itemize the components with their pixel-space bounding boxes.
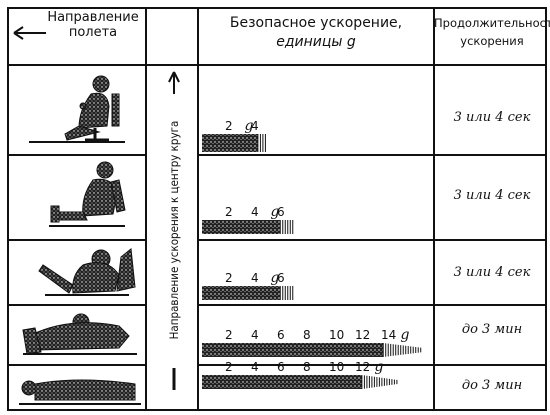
scale-bar-fill <box>202 343 384 357</box>
duration-value: 3 или 4 сек <box>453 110 531 125</box>
scale-unit-label: g <box>375 359 384 375</box>
scale-tick-label: 4 <box>251 271 259 285</box>
scale-tick-label: 2 <box>225 119 233 133</box>
acceleration-direction-arrow-icon <box>168 71 180 390</box>
duration-value: 3 или 4 сек <box>453 188 531 203</box>
acceleration-direction-label: Направление ускорения к центру круга <box>167 120 181 340</box>
scale-tick-label: 4 <box>251 119 259 133</box>
acceleration-scale-bar <box>202 286 294 300</box>
scale-bar-fill <box>202 134 258 152</box>
scale-tick-label: 2 <box>225 328 233 342</box>
duration-value: 3 или 4 сек <box>453 265 531 280</box>
duration-value: до 3 мин <box>461 378 523 393</box>
scale-bar-fill <box>202 286 281 300</box>
scale-tick-label: 6 <box>277 205 285 219</box>
seated-upright-figure <box>29 75 125 143</box>
acceleration-scale-bar <box>202 220 294 234</box>
scale-tick-label: 4 <box>251 328 259 342</box>
scale-bar-fill <box>202 375 362 389</box>
scale-unit-label: g <box>271 204 280 220</box>
scale-tick-label: 12 <box>355 328 370 342</box>
scale-unit-label: g <box>271 270 280 286</box>
supine-figure <box>19 379 141 405</box>
scale-tick-label: 6 <box>277 271 285 285</box>
semi-supine-figure <box>38 248 136 296</box>
scale-tick-label: 8 <box>303 360 311 374</box>
scale-tick-label: 10 <box>329 360 344 374</box>
scale-unit-label: g <box>245 118 254 134</box>
scale-tick-label: 6 <box>277 328 285 342</box>
seated-reclined-figure <box>49 161 126 227</box>
safe-acceleration-header: Безопасное ускорение, единицы g <box>229 15 403 50</box>
near-supine-figure <box>22 313 137 355</box>
scale-tick-label: 4 <box>251 360 259 374</box>
scale-tick-label: 10 <box>329 328 344 342</box>
pilot-figures <box>19 75 141 405</box>
acceleration-scale-bar <box>202 375 398 389</box>
acceleration-scale-bar <box>202 134 266 152</box>
scale-bar-fill <box>202 220 281 234</box>
flight-direction-header: Направление полета <box>47 10 139 40</box>
acceleration-scale-bar <box>202 343 422 357</box>
scale-tick-label: 4 <box>251 205 259 219</box>
scale-tick-label: 2 <box>225 271 233 285</box>
scale-unit-label: g <box>401 327 410 343</box>
flight-direction-arrow-icon <box>13 26 46 40</box>
duration-header: Продолжительность ускорения <box>434 16 550 48</box>
scale-tick-label: 8 <box>303 328 311 342</box>
scale-tick-label: 6 <box>277 360 285 374</box>
scale-tick-label: 2 <box>225 360 233 374</box>
scale-tick-label: 2 <box>225 205 233 219</box>
duration-value: до 3 мин <box>461 322 523 337</box>
scale-tick-label: 12 <box>355 360 370 374</box>
scale-tick-label: 14 <box>381 328 396 342</box>
